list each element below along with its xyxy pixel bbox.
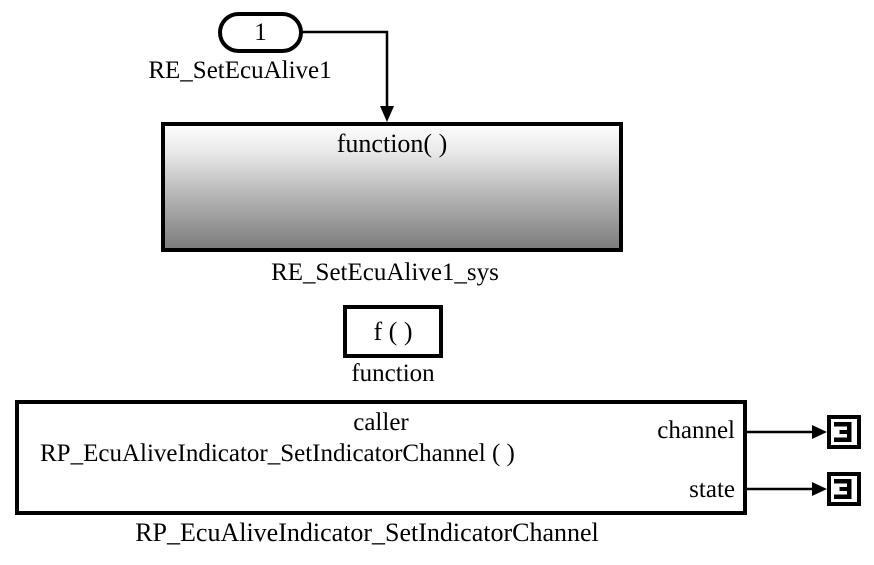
output-port-channel: channel [657,417,735,444]
arrowhead-state [812,482,827,496]
function-block-text: f ( ) [373,316,413,346]
output-port-state: state [689,476,735,503]
arrowhead-channel [812,425,827,439]
caller-type-label: caller [353,409,409,436]
subsystem-header: function( ) [336,129,448,158]
wire-inport-to-subsystem[interactable] [300,30,389,109]
terminator-icon [834,479,852,499]
terminator-block-channel[interactable] [827,415,861,449]
subsystem-block[interactable]: function( ) [161,122,623,252]
function-block-label: function [351,360,435,387]
inport-label: RE_SetEcuAlive1 [148,57,332,84]
inport-block[interactable]: 1 [218,12,303,53]
terminator-icon [834,422,852,442]
arrowhead-into-subsystem [380,106,394,122]
inport-port-number: 1 [254,18,267,46]
function-block[interactable]: f ( ) [343,305,443,358]
subsystem-label: RE_SetEcuAlive1_sys [271,259,499,286]
terminator-block-state[interactable] [827,472,861,506]
function-caller-label: RP_EcuAliveIndicator_SetIndicatorChannel [135,518,599,547]
function-caller-block[interactable]: caller RP_EcuAliveIndicator_SetIndicator… [15,400,747,515]
caller-signature: RP_EcuAliveIndicator_SetIndicatorChannel… [40,440,515,467]
